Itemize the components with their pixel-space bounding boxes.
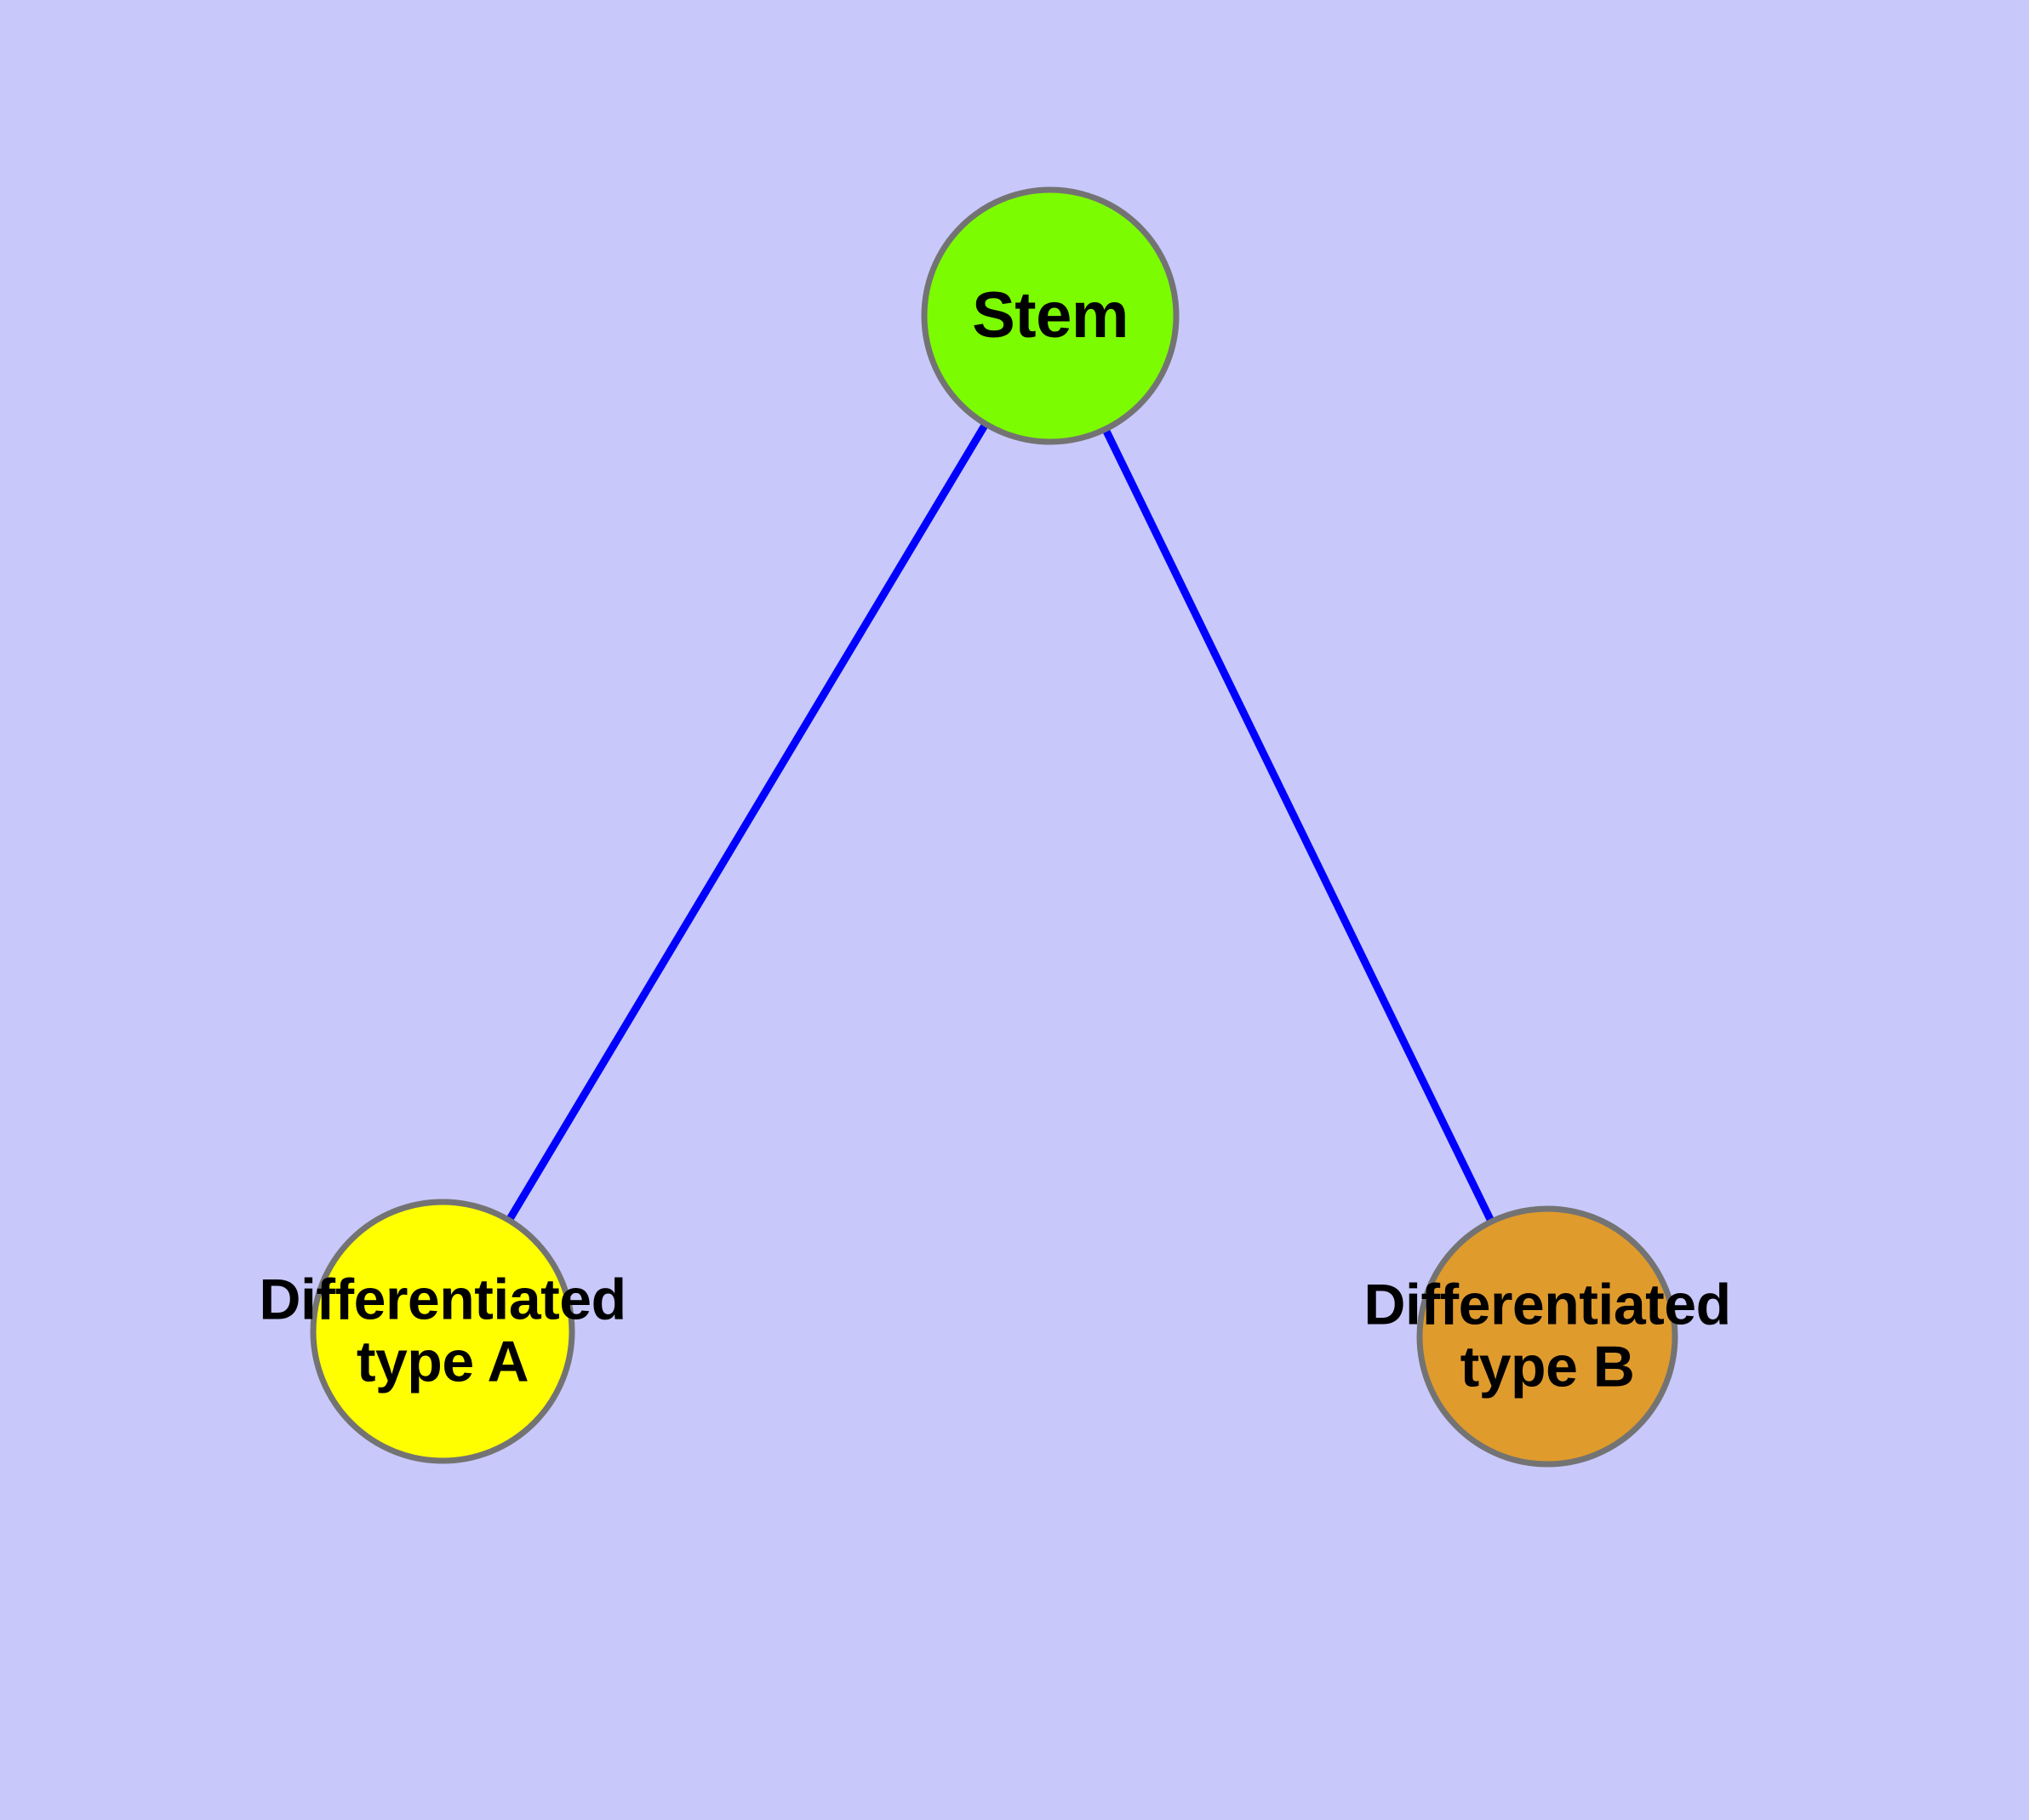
node-layer <box>310 186 1678 1468</box>
graph-edge-stem-to-a[interactable] <box>439 313 1054 1334</box>
graph-edge-stem-to-b[interactable] <box>1046 314 1552 1338</box>
graph-node-diff_a[interactable] <box>310 1199 575 1464</box>
graph-node-stem[interactable] <box>921 186 1180 445</box>
edge-layer <box>439 313 1552 1338</box>
graph-node-diff_b[interactable] <box>1416 1205 1678 1468</box>
